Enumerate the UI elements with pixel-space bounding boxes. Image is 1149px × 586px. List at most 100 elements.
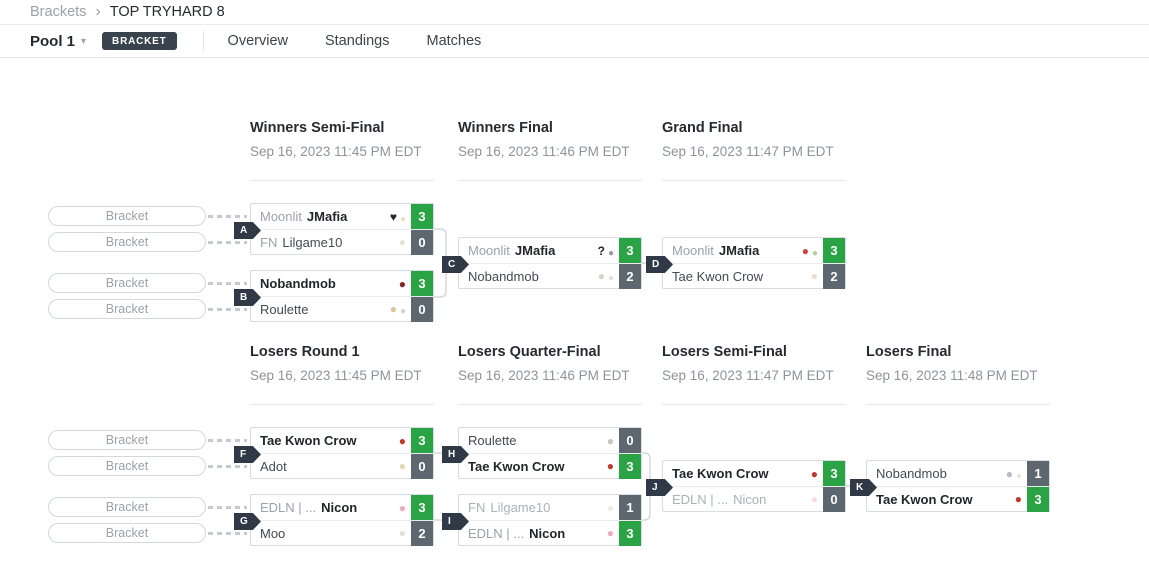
character-icon: ●: [1015, 470, 1022, 482]
player-row[interactable]: Nobandmob ● ● 2: [459, 263, 641, 289]
player-name: Roulette: [468, 433, 517, 448]
tab-overview[interactable]: Overview: [227, 33, 288, 49]
match-A[interactable]: A Moonlit JMafia ♥ ● 3 FN Lilgame10 ● 0: [234, 203, 434, 255]
score-badge: 0: [619, 428, 641, 453]
score-badge: 1: [1027, 461, 1049, 486]
round-datetime: Sep 16, 2023 11:46 PM EDT: [458, 144, 630, 159]
seed-pill[interactable]: Bracket: [48, 232, 206, 252]
player-name: JMafia: [306, 209, 348, 224]
match-label: I: [442, 513, 469, 530]
character-icon: ●: [1005, 466, 1013, 481]
character-icons: ? ●: [598, 245, 619, 259]
character-icons: ●: [607, 502, 619, 514]
seed-pill[interactable]: Bracket: [48, 299, 206, 319]
player-row[interactable]: Moonlit JMafia ? ● 3: [459, 238, 641, 263]
player-row[interactable]: Moonlit JMafia ♥ ● 3: [251, 204, 433, 229]
player-name: Nicon: [321, 500, 358, 515]
score-badge: 3: [619, 238, 641, 263]
character-icons: ●: [811, 270, 823, 282]
match-B[interactable]: B Nobandmob ● 3 Roulette ● ● 0: [234, 270, 434, 322]
match-I[interactable]: I FN Lilgame10 ● 1 EDLN | ... Nicon ● 3: [442, 494, 642, 546]
breadcrumb: Brackets › TOP TRYHARD 8: [0, 0, 1149, 25]
seed-pill[interactable]: Bracket: [48, 456, 206, 476]
player-row[interactable]: Tae Kwon Crow ● 2: [663, 263, 845, 289]
player-row[interactable]: Moo ● 2: [251, 520, 433, 546]
match-G[interactable]: G EDLN | ... Nicon ● 3 Moo ● 2: [234, 494, 434, 546]
team-prefix: Moonlit: [260, 209, 302, 224]
match-K[interactable]: K Nobandmob ● ● 1 Tae Kwon Crow ● 3: [850, 460, 1050, 512]
seed-pill[interactable]: Bracket: [48, 273, 206, 293]
score-badge: 3: [411, 428, 433, 453]
round-header-losers-semi-final: Losers Semi-Final Sep 16, 2023 11:47 PM …: [662, 344, 846, 405]
character-icon: ●: [389, 302, 397, 316]
match-H[interactable]: H Roulette ● 0 Tae Kwon Crow ● 3: [442, 427, 642, 479]
round-datetime: Sep 16, 2023 11:47 PM EDT: [662, 368, 834, 383]
divider: [866, 404, 1050, 405]
match-label: B: [234, 289, 261, 306]
match-D[interactable]: D Moonlit JMafia ● ● 3 Tae Kwon Crow ● 2: [646, 237, 846, 289]
player-row[interactable]: Adot ● 0: [251, 453, 433, 479]
pool-selector[interactable]: Pool 1 ▾: [30, 33, 86, 50]
seed-pill[interactable]: Bracket: [48, 430, 206, 450]
divider: [458, 404, 642, 405]
character-icon: ●: [801, 243, 809, 258]
round-title: Winners Semi-Final: [250, 120, 385, 136]
divider: [458, 180, 642, 181]
player-row[interactable]: FN Lilgame10 ● 0: [251, 229, 433, 255]
character-icons: ● ●: [389, 302, 411, 317]
player-row[interactable]: Nobandmob ● 3: [251, 271, 433, 296]
tab-standings[interactable]: Standings: [324, 33, 390, 49]
team-prefix: EDLN | ...: [260, 500, 317, 515]
character-icon: ●: [810, 269, 818, 283]
team-prefix: FN: [468, 500, 486, 515]
seed-pill[interactable]: Bracket: [48, 206, 206, 226]
seed-pill[interactable]: Bracket: [48, 497, 206, 517]
player-row[interactable]: Tae Kwon Crow ● 3: [867, 486, 1049, 512]
player-row[interactable]: Tae Kwon Crow ● 3: [459, 453, 641, 479]
match-C[interactable]: C Moonlit JMafia ? ● 3 Nobandmob ● ● 2: [442, 237, 642, 289]
score-badge: 3: [411, 495, 433, 520]
character-icons: ♥ ●: [390, 211, 411, 225]
player-row[interactable]: EDLN | ... Nicon ● 0: [663, 486, 845, 512]
player-row[interactable]: EDLN | ... Nicon ● 3: [251, 495, 433, 520]
tab-matches[interactable]: Matches: [426, 33, 482, 49]
seed-pill[interactable]: Bracket: [48, 523, 206, 543]
match-label: F: [234, 446, 261, 463]
divider: [202, 31, 204, 51]
player-name: Lilgame10: [490, 500, 551, 515]
breadcrumb-brackets-link[interactable]: Brackets: [30, 4, 87, 20]
page-title: TOP TRYHARD 8: [109, 4, 225, 20]
match-J[interactable]: J Tae Kwon Crow ● 3 EDLN | ... Nicon ● 0: [646, 460, 846, 512]
score-badge: 0: [823, 486, 845, 512]
character-icons: ●: [399, 278, 411, 290]
player-row[interactable]: Tae Kwon Crow ● 3: [251, 428, 433, 453]
character-icon: ●: [398, 235, 406, 249]
round-header-losers-final: Losers Final Sep 16, 2023 11:48 PM EDT: [866, 344, 1050, 405]
score-badge: 0: [411, 296, 433, 322]
match-F[interactable]: F Tae Kwon Crow ● 3 Adot ● 0: [234, 427, 434, 479]
team-prefix: Moonlit: [468, 243, 510, 258]
player-row[interactable]: EDLN | ... Nicon ● 3: [459, 520, 641, 546]
character-icon: ●: [399, 213, 406, 225]
score-badge: 3: [619, 520, 641, 546]
player-row[interactable]: Roulette ● ● 0: [251, 296, 433, 322]
player-row[interactable]: Nobandmob ● ● 1: [867, 461, 1049, 486]
character-icons: ● ●: [1005, 466, 1027, 482]
round-header-losers-round-1: Losers Round 1 Sep 16, 2023 11:45 PM EDT: [250, 344, 434, 405]
round-header-losers-quarter-final: Losers Quarter-Final Sep 16, 2023 11:46 …: [458, 344, 642, 405]
team-prefix: EDLN | ...: [468, 525, 525, 541]
tab-bar: Pool 1 ▾ BRACKET Overview Standings Matc…: [0, 25, 1149, 58]
match-label: A: [234, 222, 261, 239]
player-row[interactable]: FN Lilgame10 ● 1: [459, 495, 641, 520]
player-row[interactable]: Tae Kwon Crow ● 3: [663, 461, 845, 486]
match-label: H: [442, 446, 469, 463]
player-row[interactable]: Roulette ● 0: [459, 428, 641, 453]
round-datetime: Sep 16, 2023 11:45 PM EDT: [250, 144, 422, 159]
character-icons: ●: [607, 435, 619, 447]
round-datetime: Sep 16, 2023 11:46 PM EDT: [458, 368, 630, 383]
player-row[interactable]: Moonlit JMafia ● ● 3: [663, 238, 845, 263]
character-icon: ●: [607, 247, 614, 259]
seed-connector: [208, 282, 247, 285]
score-badge: 3: [411, 204, 433, 229]
seed-connector: [208, 465, 247, 468]
